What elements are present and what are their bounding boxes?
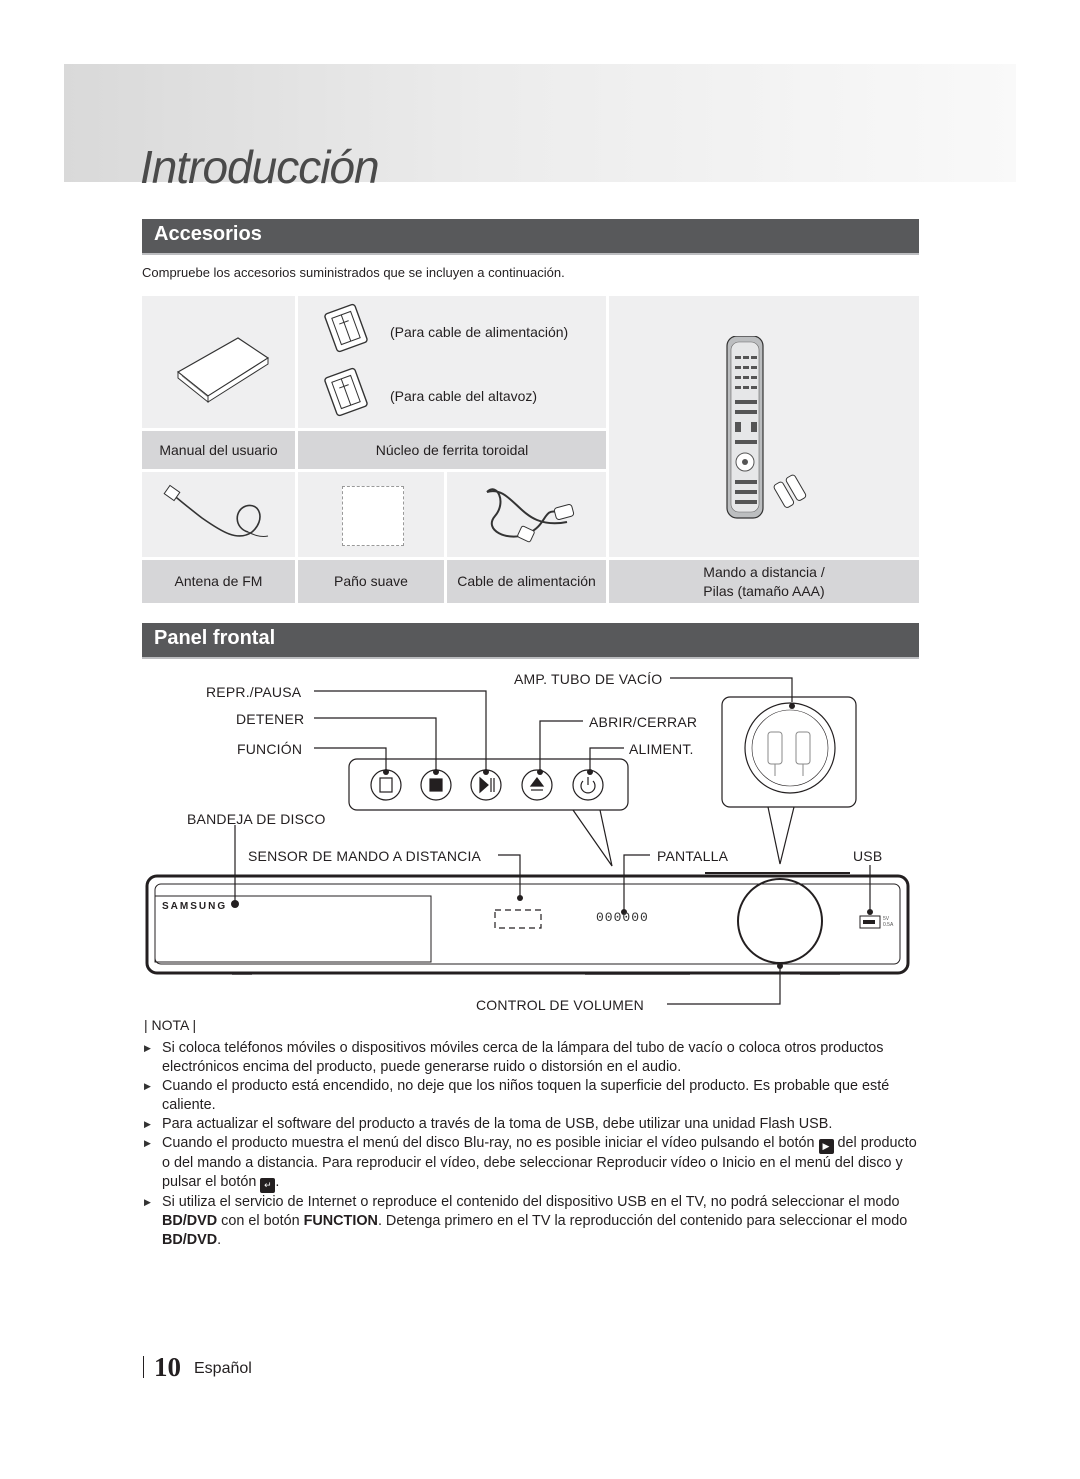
chapter-title: Introducción [140, 141, 380, 193]
note-item: Para actualizar el software del producto… [144, 1115, 920, 1134]
callout-open-close: ABRIR/CERRAR [589, 714, 698, 730]
note-item: Si utiliza el servicio de Internet o rep… [144, 1193, 920, 1250]
callout-remote-sensor: SENSOR DE MANDO A DISTANCIA [248, 848, 482, 864]
core-speaker-label: (Para cable del altavoz) [390, 388, 538, 404]
footer-divider [143, 1356, 144, 1378]
note-item: Si coloca teléfonos móviles o dispositiv… [144, 1039, 920, 1077]
fm-antenna-illustration [163, 484, 269, 537]
page-number: 10 [154, 1352, 181, 1382]
callout-stop: DETENER [236, 711, 305, 727]
cloth-illustration [342, 486, 404, 546]
section-heading-front-panel: Panel frontal [142, 623, 919, 659]
remote-label-line1: Mando a distancia / [703, 563, 825, 580]
note-text: . [217, 1232, 222, 1248]
note-text: del producto o del mando a distancia. Pa… [162, 1135, 917, 1190]
core-power-label: (Para cable de alimentación) [390, 324, 569, 340]
note-text: Si utiliza el servicio de Internet o rep… [162, 1194, 900, 1210]
note-list: Si coloca teléfonos móviles o dispositiv… [144, 1039, 920, 1250]
note-item: Cuando el producto muestra el menú del d… [144, 1134, 920, 1193]
cloth-label: Paño suave [298, 560, 444, 603]
note-text: Cuando el producto muestra el menú del d… [162, 1135, 815, 1151]
manual-image-cell [142, 296, 295, 428]
enter-icon: ↵ [260, 1178, 276, 1193]
remote-label-line2: Pilas (tamaño AAA) [703, 582, 825, 599]
callout-play-pause: REPR./PAUSA [206, 684, 302, 700]
note-item: Cuando el producto está encendido, no de… [144, 1077, 920, 1115]
accessories-intro: Compruebe los accesorios suministrados q… [142, 265, 565, 280]
note-mode: BD/DVD [162, 1232, 218, 1248]
callout-function: FUNCIÓN [237, 741, 303, 757]
power-cable-illustration [486, 488, 575, 543]
power-cable-image-cell [447, 472, 606, 557]
usb-port-label: 5V 0.5A [883, 916, 894, 928]
section-heading-accessories: Accesorios [142, 219, 919, 255]
fm-antenna-label: Antena de FM [142, 560, 295, 603]
callout-power: ALIMENT. [629, 741, 694, 757]
page-language: Español [194, 1360, 252, 1377]
cloth-image-cell [298, 472, 444, 557]
note-mode: BD/DVD [162, 1213, 218, 1229]
remote-control-illustration [726, 336, 807, 519]
callout-disc-tray: BANDEJA DE DISCO [187, 811, 326, 827]
note-text: . Detenga primero en el TV la reproducci… [377, 1213, 908, 1229]
section-title: Panel frontal [154, 627, 276, 649]
remote-label: Mando a distancia / Pilas (tamaño AAA) [609, 560, 919, 603]
chapter-banner [64, 64, 1016, 182]
front-panel-diagram [145, 677, 910, 1005]
manual-label: Manual del usuario [142, 431, 295, 469]
note-button: FUNCTION [303, 1213, 378, 1229]
note-text: . [275, 1174, 280, 1190]
callout-display: PANTALLA [657, 848, 729, 864]
note-heading: | NOTA | [144, 1017, 197, 1033]
power-cable-label: Cable de alimentación [447, 560, 606, 603]
manual-illustration [176, 337, 270, 404]
display-readout: 000000 [596, 910, 649, 925]
note-text: con el botón [221, 1213, 300, 1229]
ferrite-image-cell: (Para cable de alimentación) (Para cable… [298, 296, 606, 428]
ferrite-label: Núcleo de ferrita toroidal [298, 431, 606, 469]
section-title: Accesorios [154, 223, 262, 245]
play-icon: ▶ [818, 1139, 834, 1154]
ferrite-core-icon [324, 303, 368, 353]
callout-vacuum-tube: AMP. TUBO DE VACÍO [514, 671, 663, 687]
remote-image-cell [609, 296, 919, 557]
callout-volume: CONTROL DE VOLUMEN [476, 997, 644, 1013]
callout-usb: USB [853, 848, 883, 864]
ferrite-core-icon [324, 367, 368, 417]
brand-logo: SAMSUNG [162, 901, 228, 912]
fm-antenna-image-cell [142, 472, 295, 557]
